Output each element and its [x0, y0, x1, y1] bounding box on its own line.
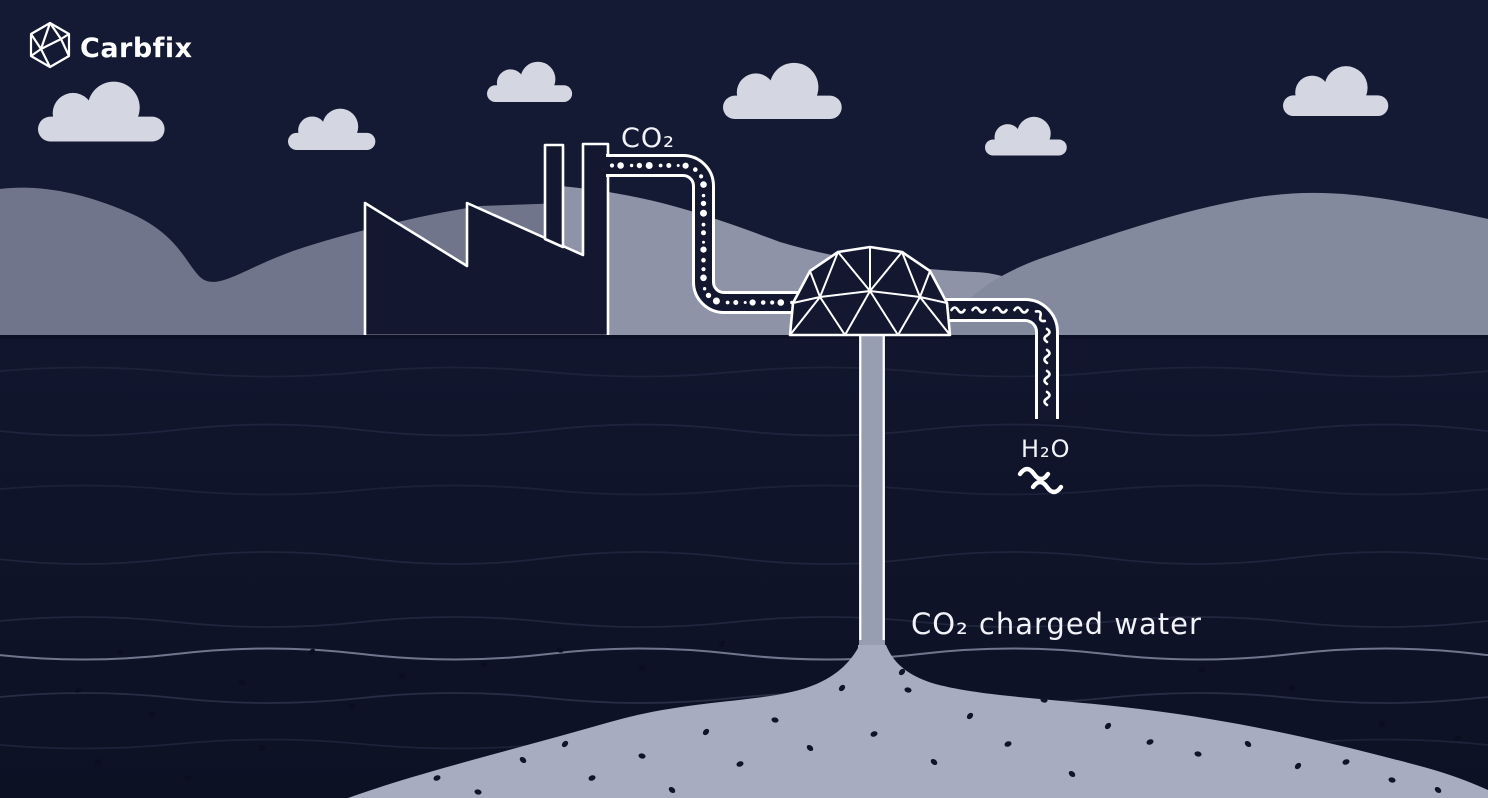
clouds: [38, 61, 1389, 156]
cloud: [723, 62, 842, 119]
factory-chimney: [543, 143, 565, 249]
co2-label: CO₂: [621, 123, 675, 154]
cloud: [487, 61, 573, 102]
logo: Carbfix: [29, 21, 193, 69]
hill-right: [940, 192, 1488, 336]
water-pipe: [944, 298, 1059, 421]
co2-charged-water-plume: [348, 645, 1488, 798]
cloud: [288, 108, 376, 150]
brand-name: Carbfix: [80, 33, 193, 64]
co2-bubbles: [609, 162, 794, 306]
rock-speckles-plume: [433, 668, 1442, 795]
geodesic-dome: [788, 245, 952, 337]
cloud: [1283, 66, 1389, 116]
hexagonal-crystal-icon: [29, 21, 71, 69]
charged-water-label: CO₂ charged water: [911, 607, 1202, 641]
h2o-label: H₂O: [1021, 435, 1071, 463]
rock-speckles-dark: [74, 640, 1462, 781]
cloud: [38, 81, 165, 142]
water-flow-waves: [950, 306, 1051, 407]
injection-well: [859, 326, 885, 648]
ground-line: [0, 335, 1488, 339]
factory: [363, 142, 610, 338]
co2-pipe: [606, 154, 802, 314]
water-waves-icon: [1017, 466, 1064, 495]
cloud: [985, 116, 1067, 156]
